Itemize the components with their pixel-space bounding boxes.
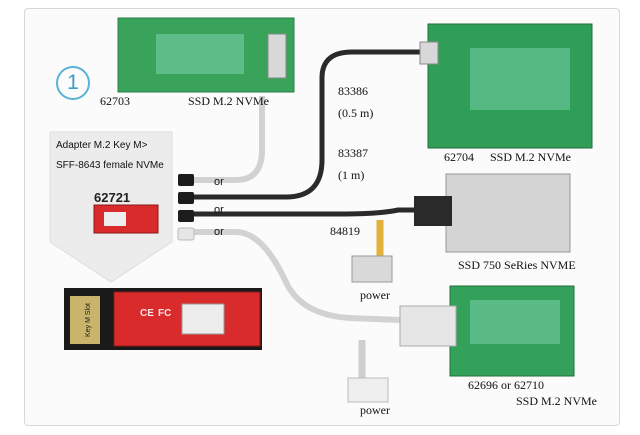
label-adapter-desc-2: SFF-8643 female NVMe [56,160,164,171]
power-block-bottom [347,377,389,403]
label-power-1: power [360,288,390,302]
enclosure-62704-port [419,41,439,65]
label-62721-id: 62721 [94,190,131,205]
label-62703-caption: SSD M.2 NVMe [188,94,270,108]
step-number-badge: 1 [56,66,90,100]
plug-mid [178,192,194,204]
board-62721-key-slot [70,296,100,344]
board-62721-small-port [104,212,126,226]
label-62704-id: 62704 [444,150,474,164]
cable-dark-83386 [186,49,424,200]
label-62704-caption: SSD M.2 NVMe [490,150,572,164]
cable-light-top [186,96,265,183]
label-83386-id: 83386 [338,84,368,98]
cable-dark-84819 [186,207,420,217]
cable-light-bottom [186,229,401,323]
plug-low [178,210,194,222]
label-84819-id: 84819 [330,224,360,238]
label-ssd750-caption: SSD 750 SeRies NVME [458,258,576,272]
label-62696-id: 62696 or 62710 [468,378,544,392]
board-key-slot-text: Key M Slot [85,303,92,337]
board-62703-slot [156,34,244,74]
label-83387-length: (1 m) [338,168,365,182]
label-83387-id: 83387 [338,146,368,160]
enclosure-62704-slot [470,48,570,110]
label-or-2: or [214,204,224,216]
label-62703-id: 62703 [100,94,130,108]
board-62696-slot [470,300,560,344]
board-62721-large-port [181,303,225,335]
board-ce-text: CE [140,308,154,319]
label-83386-length: (0.5 m) [338,106,374,120]
label-or-3: or [214,226,224,238]
board-62696-connector [399,305,457,347]
label-62696-caption: SSD M.2 NVMe [516,394,598,408]
board-62703-connector [267,33,287,79]
label-power-2: power [360,403,390,417]
power-block-top [351,255,393,283]
plug-top [178,174,194,186]
label-adapter-desc-1: Adapter M.2 Key M> [56,140,148,151]
board-fc-text: FC [158,308,171,319]
plug-bottom [177,227,195,241]
label-or-1: or [214,176,224,188]
ssd750-body [445,173,571,253]
ssd750-connector [414,196,452,226]
